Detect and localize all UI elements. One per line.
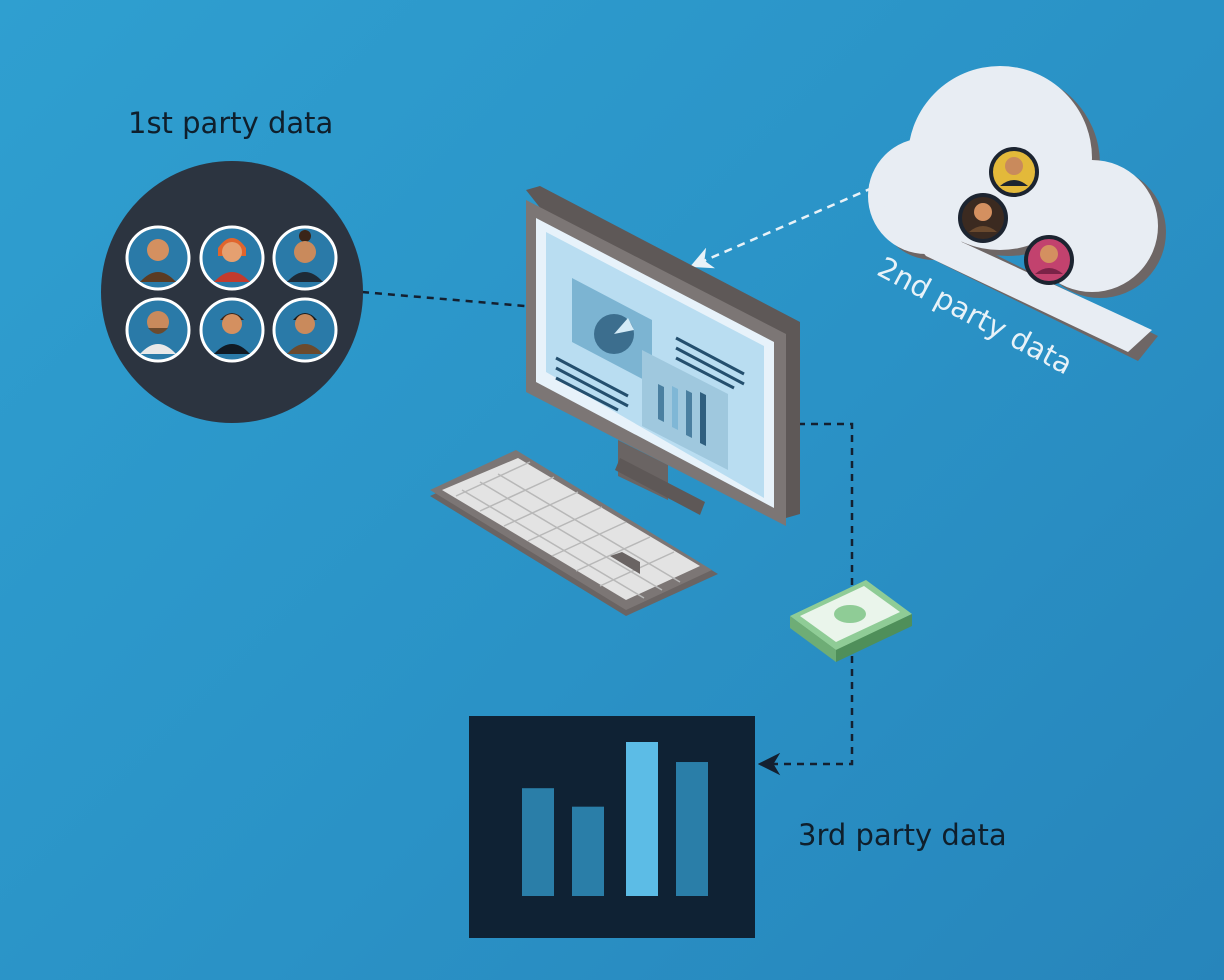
bar-chart-icon xyxy=(469,716,755,938)
person-avatar xyxy=(199,297,265,363)
cloud-icon xyxy=(868,66,1166,361)
person-avatar xyxy=(125,225,191,291)
person-avatar xyxy=(958,193,1008,243)
person-avatar xyxy=(199,225,265,291)
person-avatar xyxy=(125,297,191,363)
chart-bar xyxy=(572,806,604,896)
cash-icon xyxy=(790,580,912,662)
third-party-label: 3rd party data xyxy=(798,818,1007,852)
person-avatar xyxy=(272,225,338,291)
chart-bar xyxy=(522,788,554,896)
screen-bar-card xyxy=(642,350,728,470)
chart-bar xyxy=(676,762,708,896)
person-avatar xyxy=(1024,235,1074,285)
connector-second-to-monitor xyxy=(689,180,887,269)
person-avatar xyxy=(272,297,338,363)
keyboard-icon xyxy=(430,450,718,616)
chart-bar xyxy=(626,742,658,896)
connector-first-to-monitor xyxy=(361,290,551,318)
people-group-icon xyxy=(101,161,363,423)
monitor-icon xyxy=(526,186,800,526)
screen-chart-card xyxy=(572,278,652,384)
first-party-label: 1st party data xyxy=(128,106,334,140)
screen-text-lines xyxy=(555,336,745,412)
person-avatar xyxy=(989,147,1039,197)
